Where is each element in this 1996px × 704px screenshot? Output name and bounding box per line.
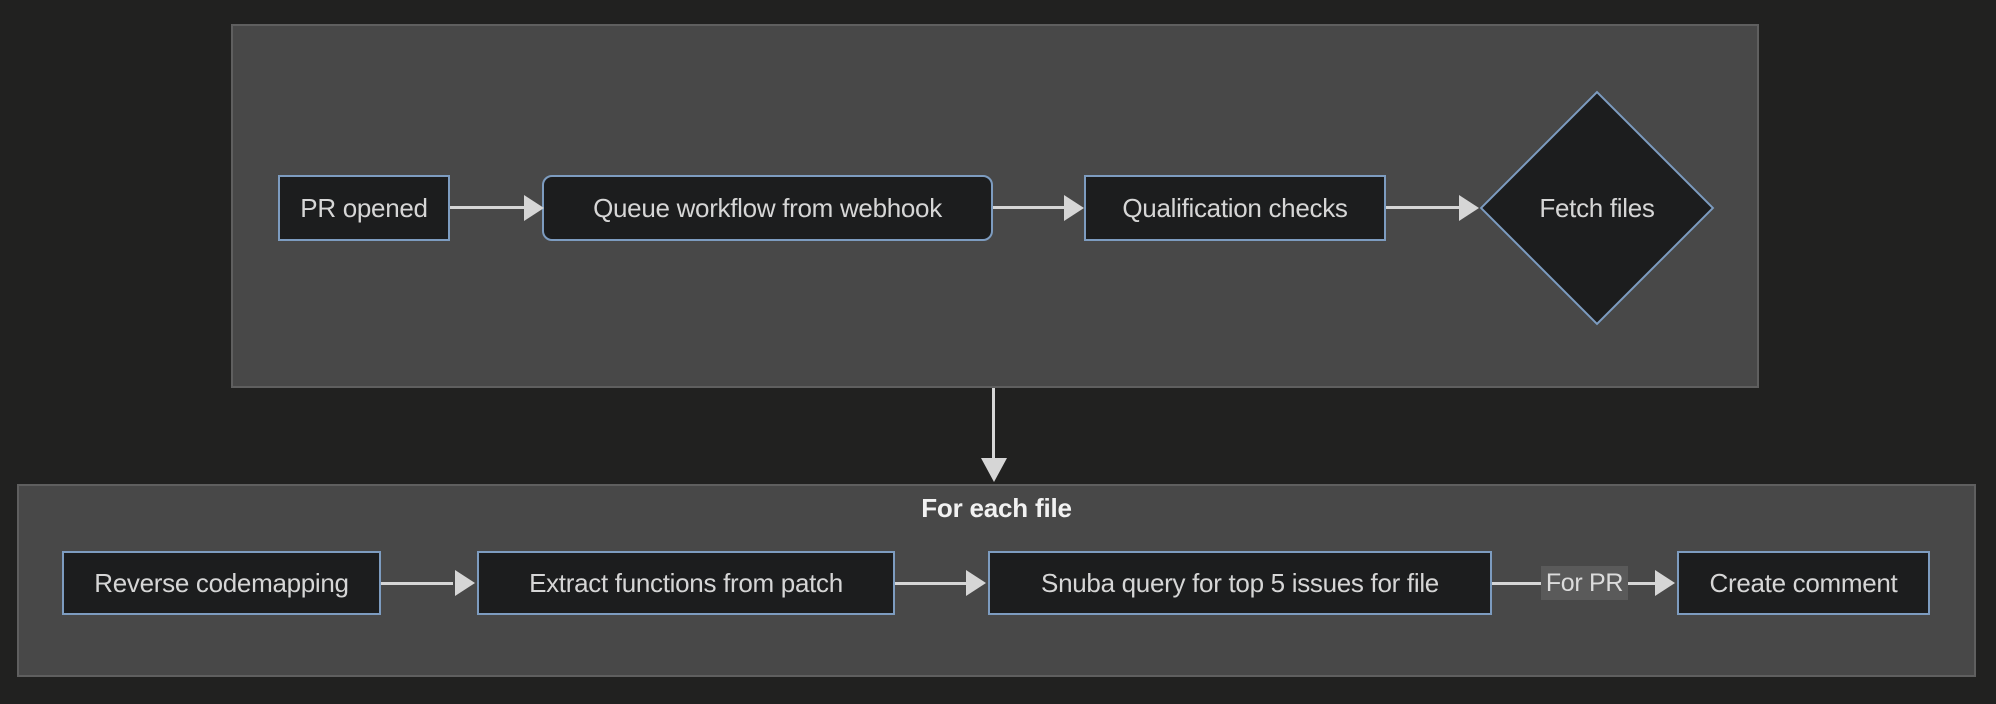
node-queue-workflow: Queue workflow from webhook [542, 175, 993, 241]
edge-label-for-pr: For PR [1541, 566, 1628, 600]
arrowhead [524, 195, 544, 221]
edge-reverse-to-extract [381, 582, 453, 585]
edge-qualification-to-fetch [1386, 206, 1459, 209]
node-snuba-query: Snuba query for top 5 issues for file [988, 551, 1492, 615]
node-create-comment: Create comment [1677, 551, 1930, 615]
node-label: Create comment [1709, 567, 1898, 598]
arrowhead [1459, 195, 1479, 221]
arrowhead [1064, 195, 1084, 221]
edge-queue-to-qualification [993, 206, 1064, 209]
node-label: Extract functions from patch [529, 567, 843, 598]
node-label: Reverse codemapping [94, 567, 349, 598]
edge-snuba-to-create [1628, 582, 1655, 585]
edge-fetch-to-foreach [992, 388, 995, 458]
arrowhead [1655, 570, 1675, 596]
node-label: PR opened [300, 192, 428, 223]
node-extract-functions: Extract functions from patch [477, 551, 895, 615]
arrowhead [455, 570, 475, 596]
node-pr-opened: PR opened [278, 175, 450, 241]
arrowhead [981, 458, 1007, 482]
edge-snuba-to-create [1492, 582, 1541, 585]
edge-extract-to-snuba [895, 582, 966, 585]
node-label: Qualification checks [1122, 192, 1348, 223]
node-qualification-checks: Qualification checks [1084, 175, 1386, 241]
edge-pr-to-queue [450, 206, 524, 209]
node-label: Queue workflow from webhook [593, 192, 942, 223]
node-fetch-files: Fetch files [1479, 175, 1715, 241]
node-label: Fetch files [1539, 192, 1655, 223]
arrowhead [966, 570, 986, 596]
node-label: Snuba query for top 5 issues for file [1041, 567, 1439, 598]
node-reverse-codemapping: Reverse codemapping [62, 551, 381, 615]
cluster-title: For each file [921, 493, 1072, 523]
